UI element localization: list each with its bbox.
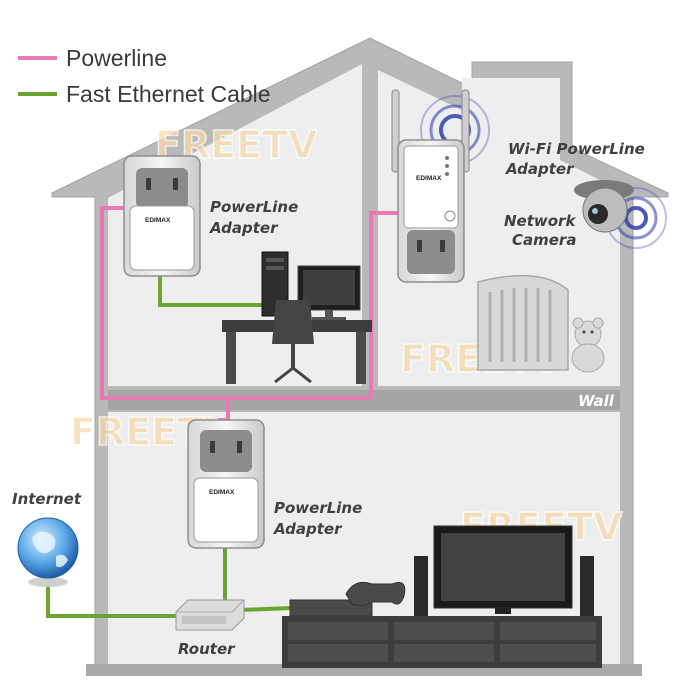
powerline-right-wire bbox=[369, 211, 404, 398]
living-room bbox=[282, 525, 602, 668]
powerline-adapter-bottom: EDIMAX bbox=[187, 419, 265, 549]
label-internet: Internet bbox=[12, 490, 82, 508]
label-camera-2: Camera bbox=[512, 231, 576, 249]
game-controller bbox=[345, 581, 406, 607]
nursery-crib bbox=[477, 274, 605, 373]
label-adapter-bottom-2: Adapter bbox=[273, 520, 343, 538]
speaker-left bbox=[414, 556, 428, 616]
legend: Powerline Fast Ethernet Cable bbox=[18, 45, 271, 107]
speaker-right bbox=[580, 556, 594, 616]
network-camera bbox=[574, 180, 667, 249]
label-wifi-adapter-2: Adapter bbox=[505, 160, 575, 178]
ethernet-router-to-console bbox=[239, 606, 293, 612]
powerline-left-wire bbox=[100, 206, 370, 400]
label-router: Router bbox=[178, 640, 236, 658]
internet-globe-icon bbox=[17, 517, 79, 587]
brand-label-bottom: EDIMAX bbox=[209, 489, 235, 496]
ethernet-top-adapter-to-pc bbox=[158, 270, 268, 307]
label-adapter-top-1: PowerLine bbox=[210, 198, 298, 216]
labels: PowerLine Adapter Wi-Fi PowerLine Adapte… bbox=[12, 140, 645, 658]
legend-ethernet: Fast Ethernet Cable bbox=[66, 81, 271, 107]
brand-label-wifi: EDIMAX bbox=[416, 175, 442, 182]
label-adapter-top-2: Adapter bbox=[209, 219, 279, 237]
label-wifi-adapter-1: Wi-Fi PowerLine bbox=[508, 140, 645, 158]
router bbox=[175, 599, 245, 631]
ethernet-wiring bbox=[46, 270, 293, 618]
office-workstation bbox=[222, 251, 372, 384]
teddy-bear bbox=[571, 317, 605, 373]
brand-label-top: EDIMAX bbox=[145, 217, 171, 224]
powerline-adapter-top: EDIMAX bbox=[123, 155, 201, 277]
ethernet-internet-to-router bbox=[46, 578, 178, 618]
legend-powerline: Powerline bbox=[66, 45, 167, 71]
wifi-powerline-adapter: EDIMAX bbox=[391, 89, 490, 283]
office-chair bbox=[272, 300, 314, 344]
label-adapter-bottom-1: PowerLine bbox=[274, 499, 362, 517]
label-camera-1: Network bbox=[504, 212, 576, 230]
label-wall: Wall bbox=[578, 392, 615, 410]
